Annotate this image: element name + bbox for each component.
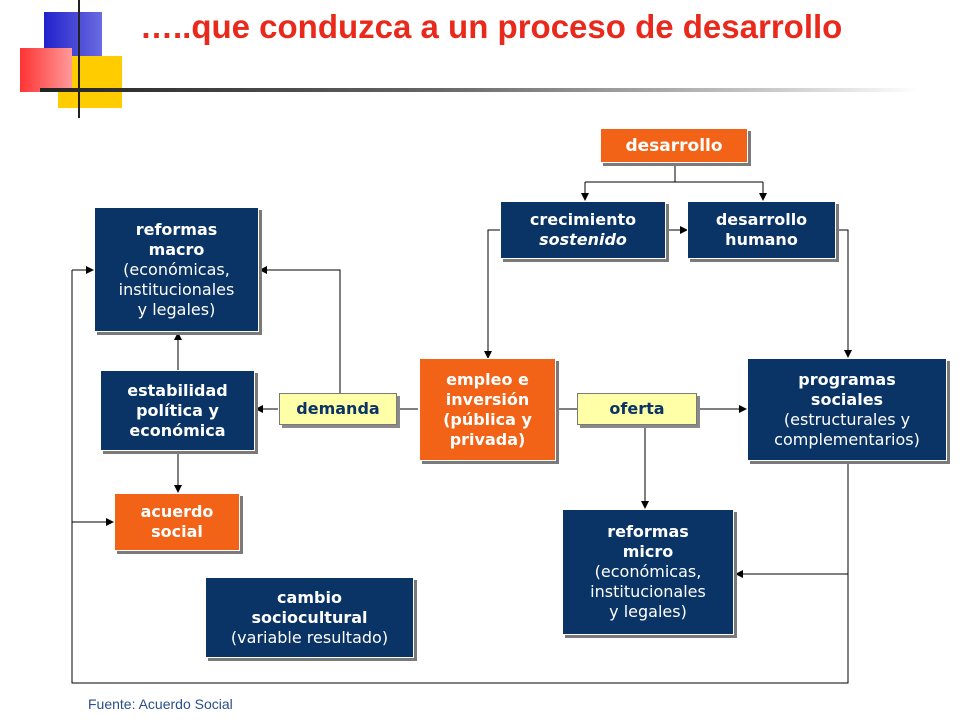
edge-feedback-loop: [71, 270, 849, 684]
edge-desarrollo-split: [585, 164, 763, 183]
edge-crecimiento-empleo: [484, 229, 500, 359]
source-note: Fuente: Acuerdo Social: [88, 696, 233, 712]
node-crecimiento-sostenido: crecimiento sostenido: [500, 201, 666, 259]
node-empleo-inversion: empleo e inversión (pública y privada): [419, 358, 556, 461]
node-desarrollo-humano: desarrollo humano: [687, 201, 836, 259]
node-reformas-macro: reformas macro (económicas, instituciona…: [94, 207, 259, 332]
node-oferta: oferta: [577, 393, 697, 425]
node-programas-sociales: programas sociales (estructurales y comp…: [747, 358, 947, 461]
node-reformas-micro: reformas micro (económicas, instituciona…: [562, 509, 734, 635]
edge-programas-micro: [735, 462, 849, 578]
edge-demanda-macro: [259, 266, 341, 396]
deco-red-square: [20, 48, 72, 92]
title-underline: [40, 88, 920, 92]
node-desarrollo: desarrollo: [600, 128, 748, 163]
node-estabilidad: estabilidad política y económica: [100, 370, 255, 451]
node-demanda: demanda: [279, 393, 397, 425]
page-title: …..que conduzca a un proceso de desarrol…: [140, 8, 843, 45]
edge-humano-programas: [836, 229, 852, 358]
node-cambio-sociocultural: cambio sociocultural (variable resultado…: [205, 577, 414, 658]
deco-vertical-line: [78, 0, 80, 118]
node-acuerdo-social: acuerdo social: [114, 493, 240, 551]
